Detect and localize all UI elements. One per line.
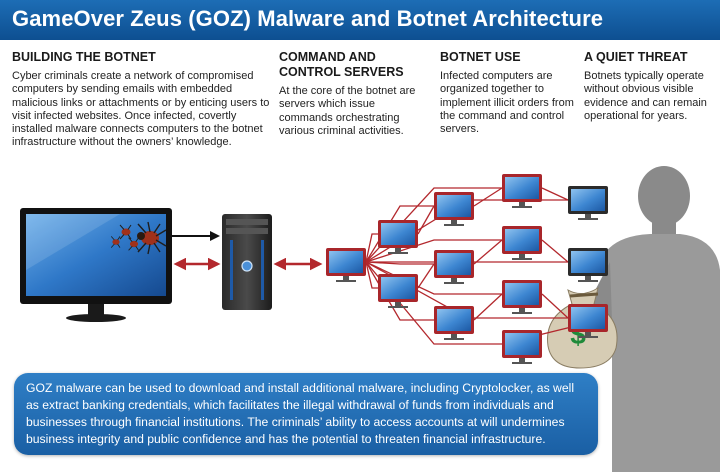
infected-computer: [434, 306, 474, 340]
botnet-link: [417, 263, 435, 289]
section-body: Botnets typically operate without obviou…: [584, 70, 707, 122]
botnet-link: [541, 187, 569, 201]
malware-spider-icon: [110, 221, 167, 255]
infected-computers: [378, 174, 608, 364]
infected-computer: [568, 248, 608, 282]
section-body: Cyber criminals create a network of comp…: [12, 70, 270, 149]
infected-computer: [434, 192, 474, 226]
footer-info-box: GOZ malware can be used to download and …: [14, 373, 598, 455]
section-building-botnet: BUILDING THE BOTNET Cyber criminals crea…: [12, 50, 274, 150]
infected-computer: [568, 304, 608, 338]
botnet-link: [473, 187, 503, 207]
infected-computer: [568, 186, 608, 220]
botnet-link: [365, 261, 434, 265]
section-body: At the core of the botnet are servers wh…: [279, 85, 416, 137]
botnet-link: [541, 293, 569, 319]
victim-monitor: [20, 208, 172, 322]
botnet-link: [541, 239, 569, 263]
infected-computer: [502, 226, 542, 260]
section-heading: COMMAND AND CONTROL SERVERS: [279, 50, 404, 79]
botnet-link: [365, 205, 434, 263]
command-control-server: [222, 214, 272, 310]
title-banner: GameOver Zeus (GOZ) Malware and Botnet A…: [0, 0, 720, 40]
infected-computer: [502, 280, 542, 314]
section-heading: A QUIET THREAT: [584, 50, 688, 64]
botnet-link: [473, 293, 503, 321]
page-title: GameOver Zeus (GOZ) Malware and Botnet A…: [12, 6, 604, 31]
infected-computer: [378, 274, 418, 308]
botnet-link: [365, 261, 434, 321]
botnet-link: [473, 239, 503, 265]
botnet-link: [365, 261, 378, 289]
botnet-link: [365, 261, 502, 295]
section-heading: BUILDING THE BOTNET: [12, 50, 156, 64]
botnet-link: [365, 239, 502, 263]
section-quiet-threat: A QUIET THREAT Botnets typically operate…: [584, 50, 714, 123]
infected-computer: [434, 250, 474, 284]
section-heading: BOTNET USE: [440, 50, 521, 64]
section-command-control: COMMAND AND CONTROL SERVERS At the core …: [279, 50, 429, 138]
footer-text: GOZ malware can be used to download and …: [26, 381, 575, 446]
infected-computer: [378, 220, 418, 254]
botnet-hub-monitor: [326, 248, 366, 282]
section-botnet-use: BOTNET USE Infected computers are organi…: [440, 50, 575, 136]
infected-computer: [502, 330, 542, 364]
botnet-link: [365, 233, 378, 263]
infected-computer: [502, 174, 542, 208]
botnet-link: [417, 205, 435, 235]
section-body: Infected computers are organized togethe…: [440, 70, 574, 136]
